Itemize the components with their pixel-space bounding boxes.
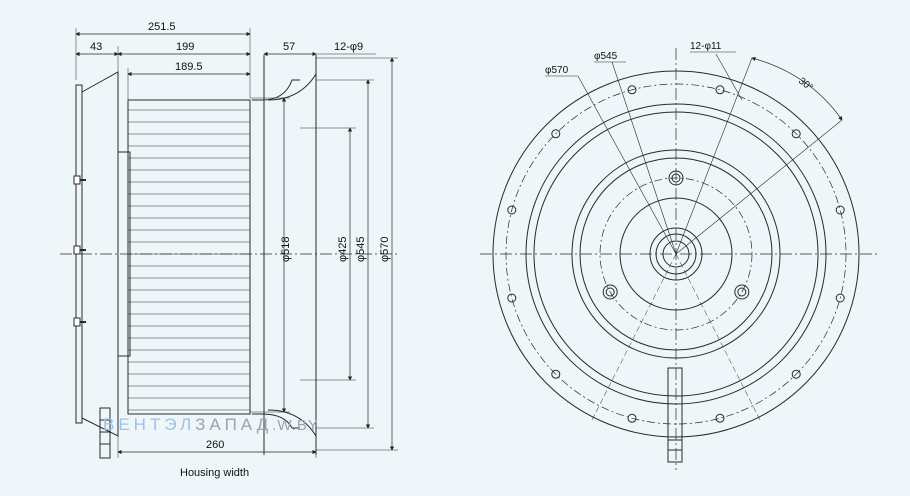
dim-blade-outer: 199: [176, 41, 194, 53]
motor-mount-hole: [737, 287, 747, 297]
bolt-hole: [627, 85, 637, 95]
watermark-part3: .W.BY: [272, 417, 319, 434]
bolt-hole: [507, 293, 517, 303]
dim-d518: φ518: [280, 237, 292, 263]
motor-mount-hole: [605, 287, 615, 297]
front-dim-holes: 12-φ11: [690, 41, 722, 52]
dim-d570: φ570: [379, 237, 391, 263]
bolt-hole: [835, 205, 845, 215]
bolt-hole: [627, 413, 637, 423]
bolt-hole: [715, 413, 725, 423]
bolt-hole: [791, 129, 801, 139]
inlet-ring-top: [252, 79, 300, 101]
shaft-hub: [649, 227, 703, 281]
motor-mount-hole: [671, 173, 681, 183]
bolt-hole: [551, 129, 561, 139]
watermark-part2: ЗАПАД: [195, 415, 272, 434]
front-view: [480, 48, 880, 470]
housing-width-label: Housing width: [180, 467, 249, 479]
dim-flange: 57: [283, 41, 295, 53]
dim-housing: 260: [206, 439, 224, 451]
inlet-ring-bottom: [252, 413, 300, 429]
front-cable: [667, 367, 683, 463]
bolt-circle: [505, 83, 847, 425]
bolt-holes: [507, 85, 845, 423]
outer-flange-circle: [492, 70, 860, 438]
bolt-hole: [715, 85, 725, 95]
watermark-part1: ВЕНТЭЛ: [103, 415, 195, 434]
dim-d545: φ545: [355, 237, 367, 263]
dim-overall-depth: 251.5: [148, 21, 176, 33]
motor-mount-hole: [668, 170, 684, 186]
cable: [99, 407, 111, 459]
impeller-blades: [127, 99, 251, 415]
inlet-circle: [525, 103, 827, 405]
dim-blade-inner: 189.5: [175, 61, 203, 73]
motor-outer: [571, 149, 781, 359]
dim-hub: 43: [90, 41, 102, 53]
motor-mount-hole: [602, 284, 618, 300]
bolt-hole: [791, 369, 801, 379]
bolt-hole: [835, 293, 845, 303]
dim-holes-side: 12-φ9: [334, 41, 363, 53]
bolt-hole: [507, 205, 517, 215]
dim-d425: φ425: [337, 237, 349, 263]
bolt-hole: [551, 369, 561, 379]
watermark: ВЕНТЭЛЗАПАД.W.BY: [103, 415, 319, 434]
side-view: [60, 28, 400, 459]
motor-mount-hole: [734, 284, 750, 300]
front-dim-d570: φ570: [545, 65, 569, 76]
front-dim-d545: φ545: [594, 51, 618, 62]
